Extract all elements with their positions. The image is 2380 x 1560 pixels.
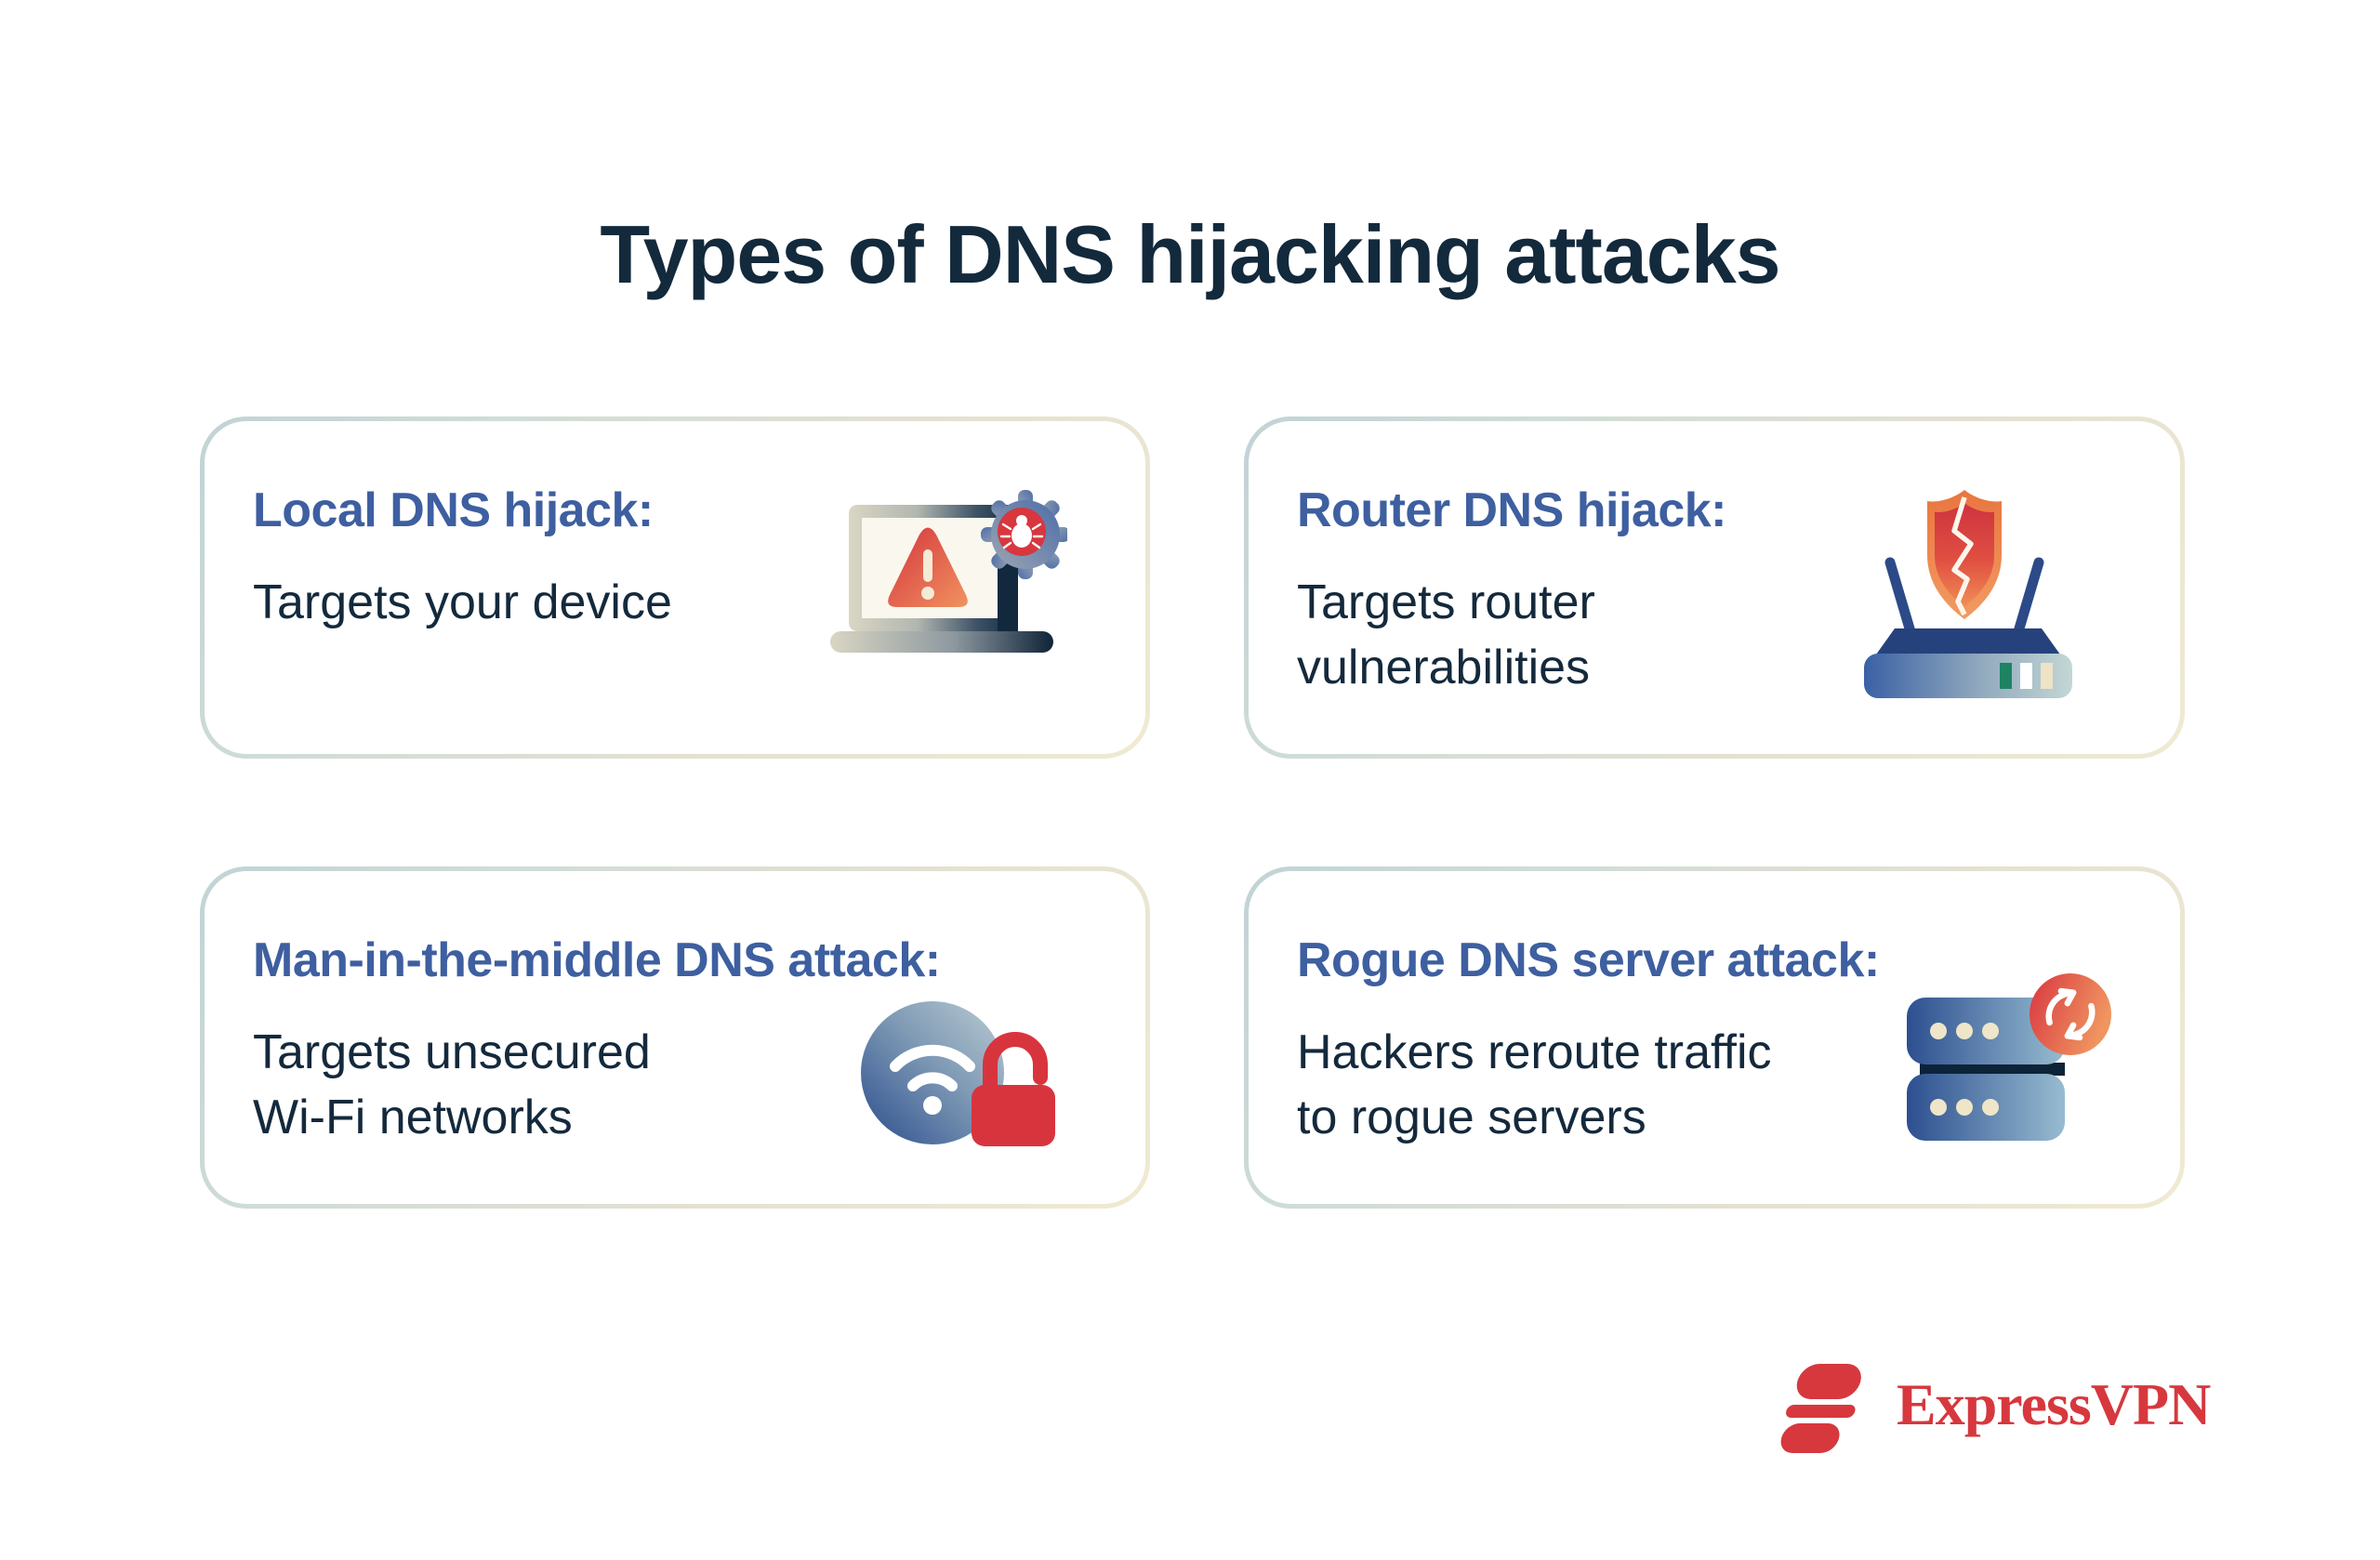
card-heading: Router DNS hijack: <box>1297 483 1726 537</box>
card-description: Targets router vulnerabilities <box>1297 575 1595 695</box>
card-local-dns-hijack: Local DNS hijack: Targets your device <box>200 416 1150 759</box>
sync-arrows <box>2045 987 2096 1041</box>
page-title: Types of DNS hijacking attacks <box>600 207 1780 300</box>
card-mitm-dns-attack-body: Man-in-the-middle DNS attack: Targets un… <box>205 871 1145 1204</box>
card-rogue-dns-server-attack: Rogue DNS server attack: Hackers reroute… <box>1244 866 2185 1209</box>
card-router-dns-hijack-body: Router DNS hijack: Targets router vulner… <box>1249 421 2180 754</box>
router-lights <box>2000 663 2053 689</box>
open-padlock <box>972 1032 1055 1146</box>
expressvpn-logomark-icon <box>1780 1364 1861 1453</box>
card-rogue-dns-server-attack-body: Rogue DNS server attack: Hackers reroute… <box>1249 871 2180 1204</box>
router-cracked-shield-icon <box>1864 490 2072 698</box>
wifi-waves <box>890 1044 975 1091</box>
wifi-open-padlock-icon <box>861 1001 1055 1146</box>
server-reroute-icon <box>1907 973 2111 1141</box>
brand-wordmark: ExpressVPN <box>1897 1371 2211 1437</box>
card-mitm-dns-attack: Man-in-the-middle DNS attack: Targets un… <box>200 866 1150 1209</box>
card-description: Targets unsecured Wi-Fi networks <box>253 1025 651 1145</box>
card-description: Hackers reroute traffic to rogue servers <box>1297 1025 1772 1145</box>
brand-logo: ExpressVPN <box>1766 1355 2211 1454</box>
bug-icon <box>999 515 1044 549</box>
card-description: Targets your device <box>253 575 672 629</box>
card-heading: Rogue DNS server attack: <box>1297 933 1880 987</box>
laptop-malware-warning-icon <box>830 490 1067 653</box>
card-local-dns-hijack-body: Local DNS hijack: Targets your device <box>205 421 1145 754</box>
card-heading: Local DNS hijack: <box>253 483 654 537</box>
server-leds <box>1930 1023 1999 1116</box>
card-router-dns-hijack: Router DNS hijack: Targets router vulner… <box>1244 416 2185 759</box>
card-heading: Man-in-the-middle DNS attack: <box>253 933 941 987</box>
